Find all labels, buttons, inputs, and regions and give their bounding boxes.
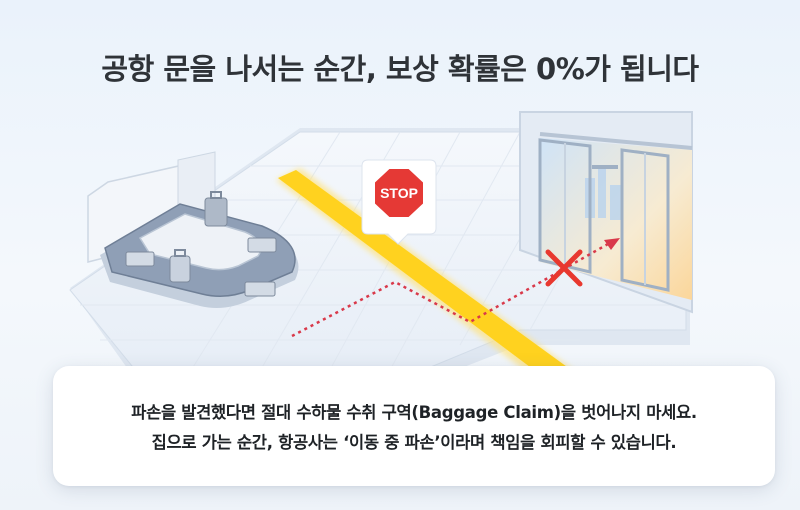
dotted-path-arrow [291, 238, 620, 338]
caption-card: 파손을 발견했다면 절대 수하물 수취 구역(Baggage Claim)을 벗… [53, 366, 775, 486]
caption-line-2: 집으로 가는 순간, 항공사는 ‘이동 중 파손’이라며 책임을 회피할 수 있… [151, 433, 677, 452]
caption-line-1: 파손을 발견했다면 절대 수하물 수취 구역(Baggage Claim)을 벗… [131, 403, 697, 422]
baggage-claim-boundary [276, 168, 600, 405]
stop-sign-label: STOP [380, 185, 418, 201]
baggage-carousel [87, 151, 299, 308]
exit-glass-doors [519, 111, 693, 314]
headline: 공항 문을 나서는 순간, 보상 확률은 0%가 됩니다 [101, 52, 699, 86]
x-mark-icon [545, 249, 583, 287]
stop-sign-icon: STOP [361, 159, 437, 245]
